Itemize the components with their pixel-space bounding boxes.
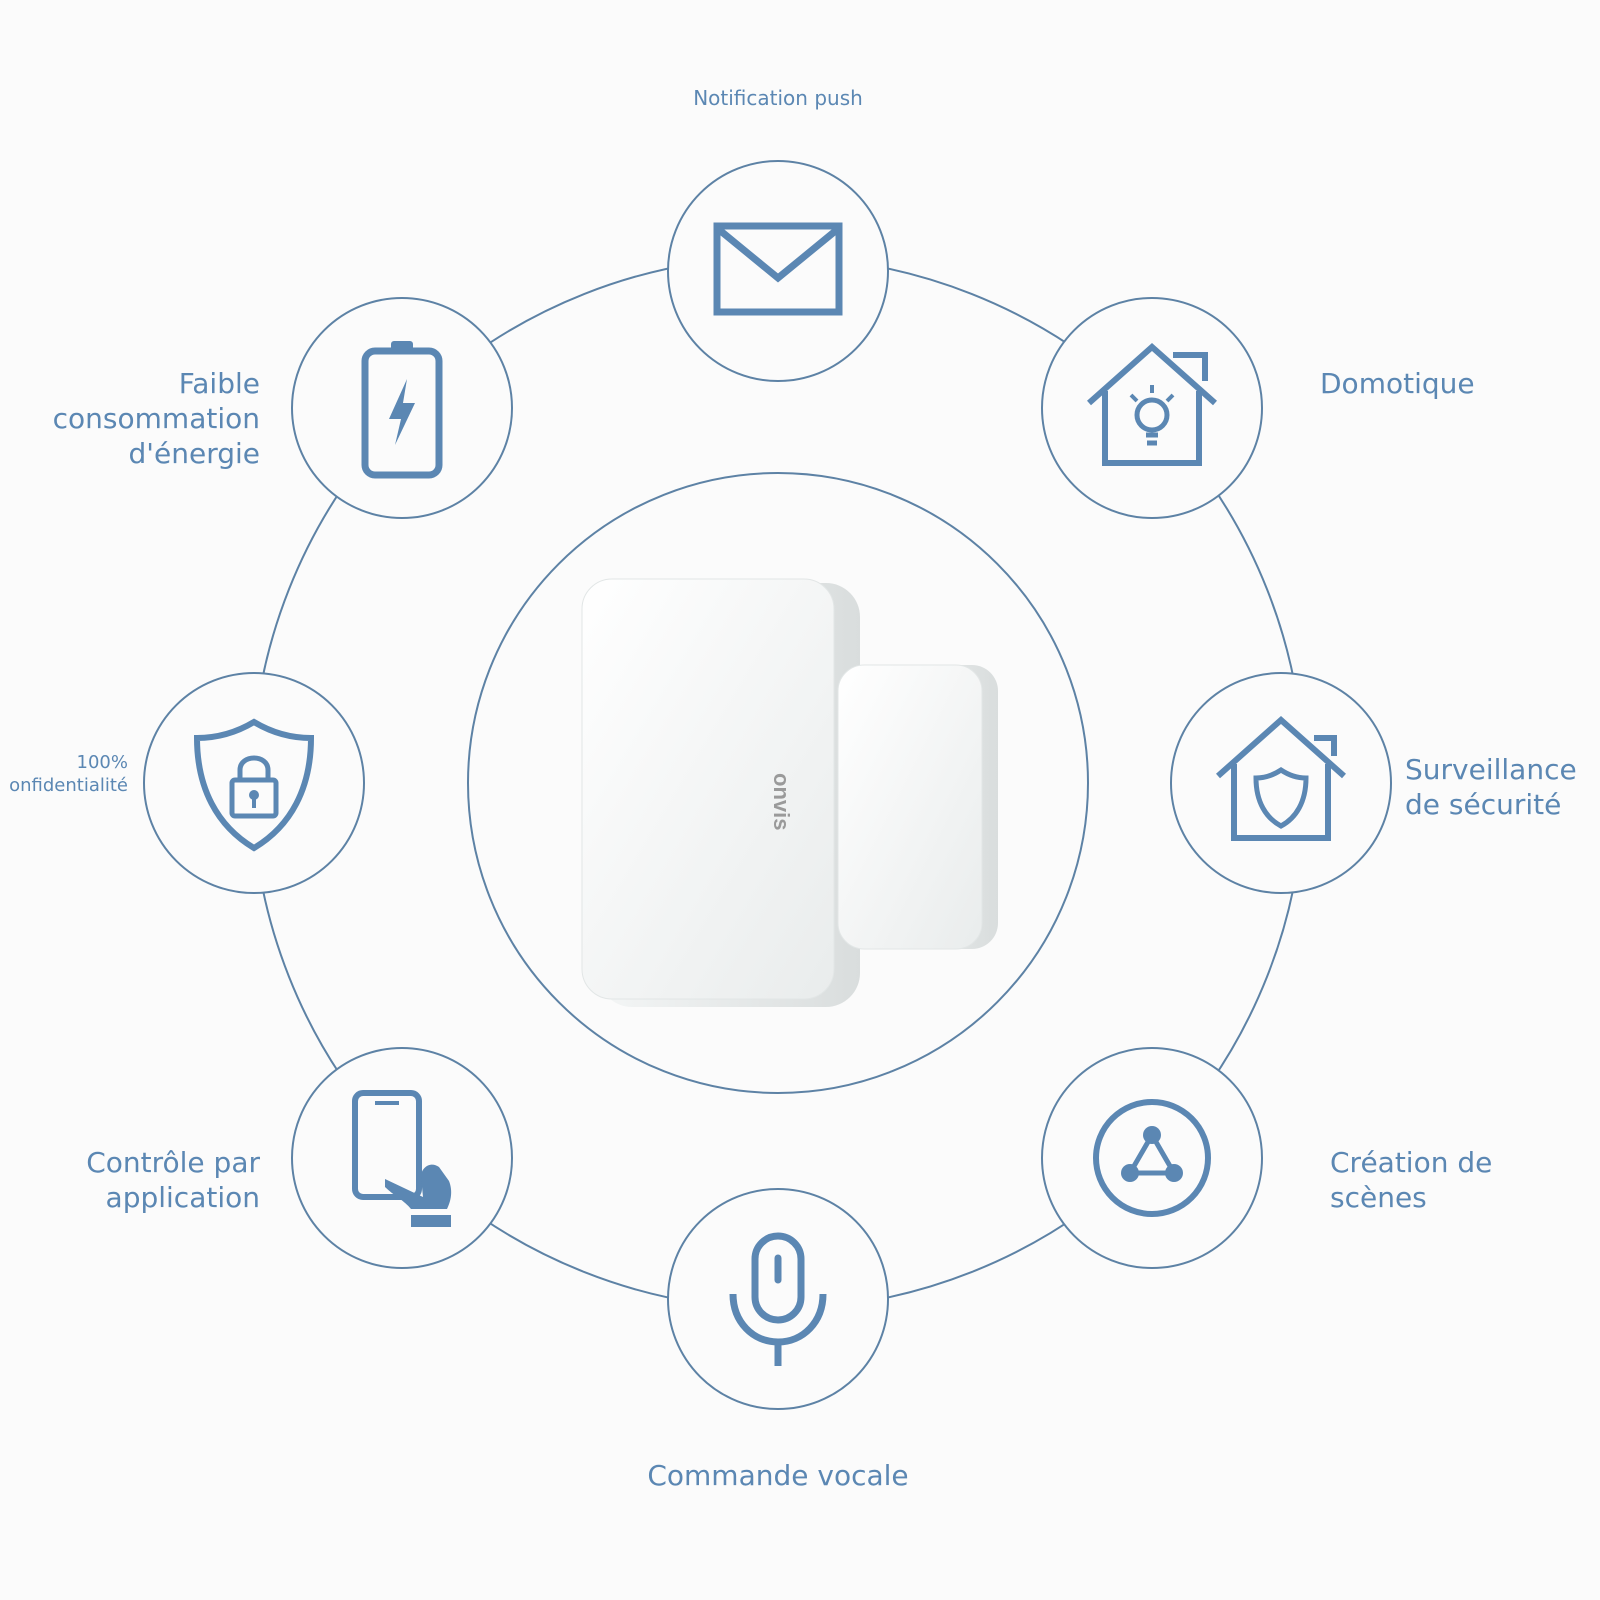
scene-network-icon: [1093, 1099, 1211, 1217]
app-label: Contrôle par application: [86, 1146, 260, 1214]
voice-label: Commande vocale: [647, 1459, 909, 1492]
push-node: [667, 160, 889, 382]
phone-touch-icon: [352, 1090, 452, 1227]
shield-lock-icon: [193, 718, 315, 852]
security-node: [1170, 672, 1392, 894]
scenes-label: Création de scènes: [1330, 1146, 1493, 1214]
privacy-label: 100% onfidentialité: [9, 752, 128, 796]
privacy-node: [143, 672, 365, 894]
envelope-icon: [713, 222, 843, 316]
brand-logo: onvis: [769, 773, 794, 830]
home-node: [1041, 297, 1263, 519]
home-label: Domotique: [1320, 367, 1475, 400]
smart-home-icon: [1087, 342, 1217, 466]
battery-icon: [361, 341, 443, 479]
home-shield-icon: [1216, 715, 1346, 841]
microphone-icon: [729, 1232, 827, 1366]
voice-node: [667, 1188, 889, 1410]
energy-label: Faible consommation d'énergie: [52, 367, 260, 470]
sensor-product-image: onvis: [581, 578, 998, 1007]
scenes-node: [1041, 1047, 1263, 1269]
app-node: [291, 1047, 513, 1269]
security-label: Surveillance de sécurité: [1405, 753, 1577, 821]
center-circle: [467, 472, 1089, 1094]
push-label: Notification push: [693, 86, 863, 110]
energy-node: [291, 297, 513, 519]
